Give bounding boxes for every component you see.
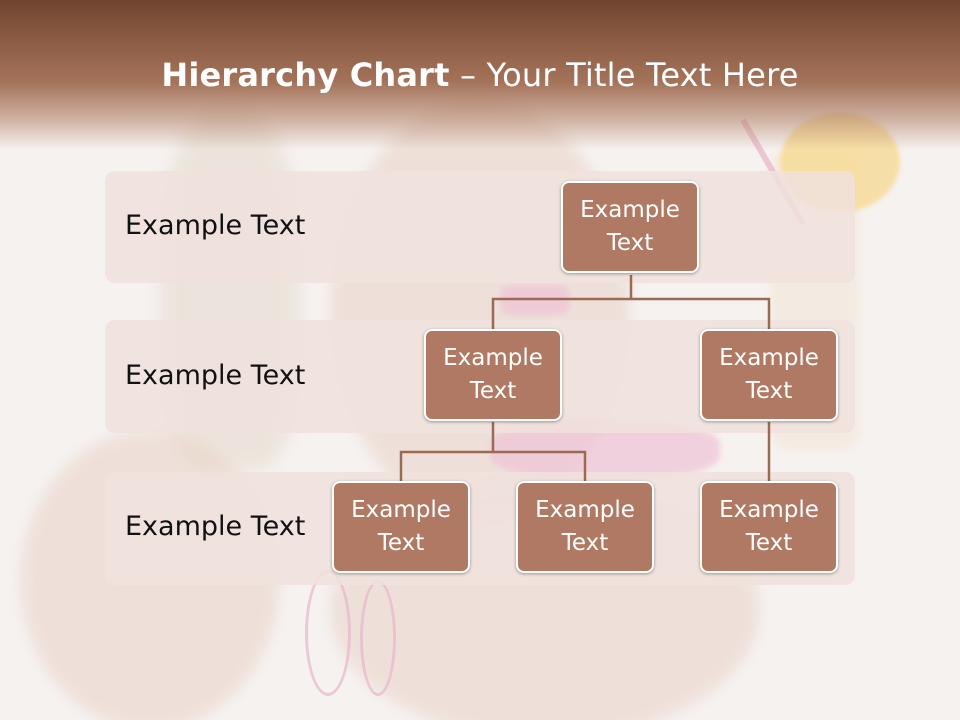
title-rest: – Your Title Text Here	[449, 56, 799, 94]
node-level2-left-line1: Example	[443, 345, 543, 371]
level-label-2: Example Text	[125, 360, 306, 391]
slide-title: Hierarchy Chart – Your Title Text Here	[0, 56, 960, 94]
header-band	[0, 0, 960, 150]
node-level2-left-line2: Text	[469, 378, 517, 404]
connector-root-left	[491, 275, 633, 330]
level-band-1	[105, 171, 855, 283]
node-root[interactable]: Example Text	[561, 181, 699, 273]
node-level3-b-line1: Example	[535, 497, 635, 523]
level-label-3: Example Text	[125, 511, 306, 542]
node-root-line1: Example	[580, 197, 680, 223]
connector-left-a	[399, 422, 495, 482]
node-level3-c[interactable]: Example Text	[700, 481, 838, 573]
node-root-line2: Text	[606, 230, 654, 256]
title-bold: Hierarchy Chart	[161, 56, 450, 94]
node-level3-b[interactable]: Example Text	[516, 481, 654, 573]
node-level2-left[interactable]: Example Text	[424, 329, 562, 421]
node-level2-right-line2: Text	[745, 378, 793, 404]
connector-left-b	[493, 450, 587, 482]
node-level2-right-line1: Example	[719, 345, 819, 371]
connector-root-right	[631, 297, 771, 330]
node-level3-b-line2: Text	[561, 530, 609, 556]
node-level3-a[interactable]: Example Text	[332, 481, 470, 573]
node-level3-a-line2: Text	[377, 530, 425, 556]
level-label-1: Example Text	[125, 210, 306, 241]
node-level3-a-line1: Example	[351, 497, 451, 523]
node-level3-c-line2: Text	[745, 530, 793, 556]
node-level3-c-line1: Example	[719, 497, 819, 523]
node-level2-right[interactable]: Example Text	[700, 329, 838, 421]
